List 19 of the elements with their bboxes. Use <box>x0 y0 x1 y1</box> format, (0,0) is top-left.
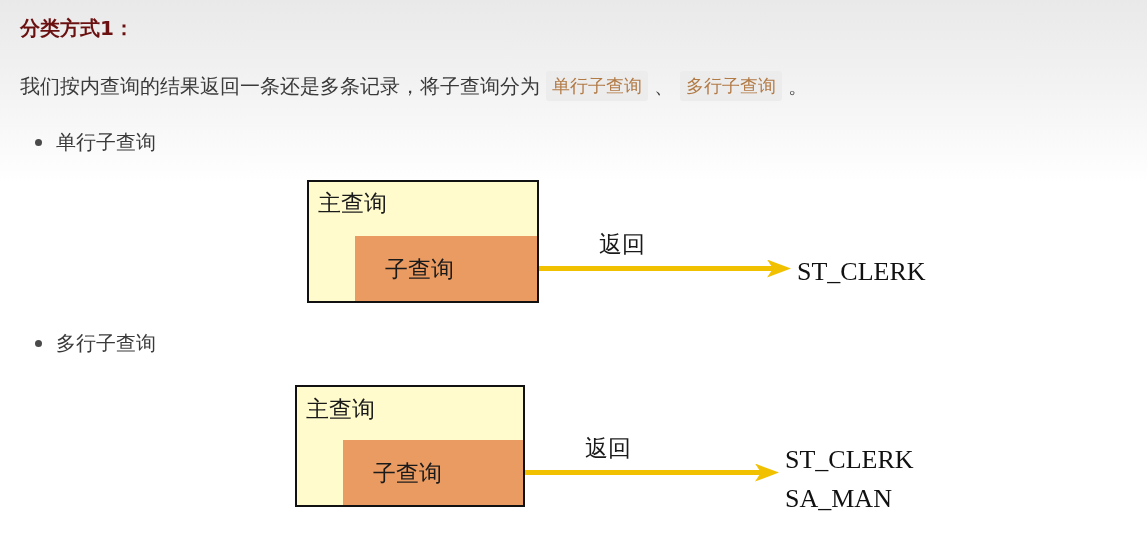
box-label: 主查询 <box>318 192 387 215</box>
box-label: 子查询 <box>373 462 442 485</box>
result-text: ST_CLERK <box>785 447 914 473</box>
box-label: 子查询 <box>385 258 454 281</box>
result-text: ST_CLERK <box>797 259 926 285</box>
inline-code: 单行子查询 <box>546 71 648 101</box>
list-item-text: 多行子查询 <box>56 330 156 357</box>
box-label: 主查询 <box>306 398 375 421</box>
subquery-box <box>355 236 537 301</box>
query-box <box>295 385 525 507</box>
inline-code: 多行子查询 <box>680 71 782 101</box>
paragraph-text: 。 <box>788 72 808 100</box>
list-item-text: 单行子查询 <box>56 129 156 156</box>
subquery-box <box>343 440 523 505</box>
paragraph-text: 、 <box>654 72 674 100</box>
paragraph-text: 我们按内查询的结果返回一条还是多条记录，将子查询分为 <box>20 72 540 100</box>
section-heading: 分类方式1： <box>20 15 134 42</box>
result-text: SA_MAN <box>785 486 893 512</box>
query-box <box>307 180 539 303</box>
